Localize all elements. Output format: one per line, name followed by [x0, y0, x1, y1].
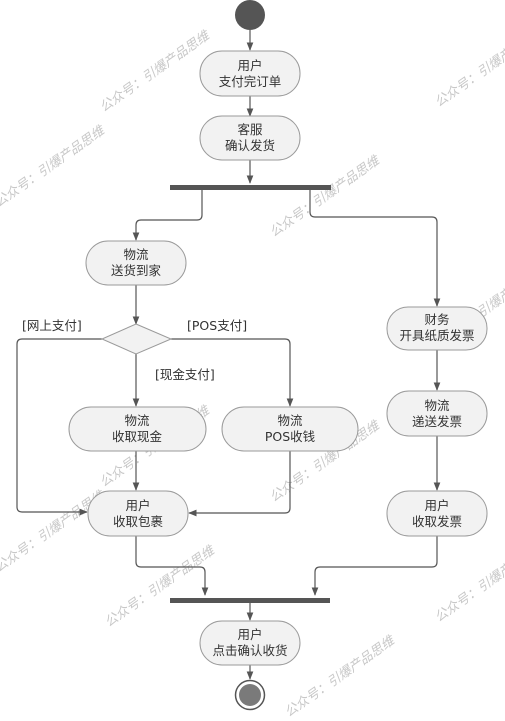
node-logistics-pos: 物流 POS收钱: [221, 406, 359, 452]
start-node: [235, 0, 265, 30]
edge-pos-to-package: [188, 451, 291, 517]
guard-cash: [现金支付]: [155, 367, 215, 382]
svg-text:用户: 用户: [237, 58, 262, 73]
node-logistics-cash: 物流 收取现金: [68, 406, 207, 452]
svg-text:物流: 物流: [424, 398, 450, 413]
svg-text:支付完订单: 支付完订单: [219, 74, 282, 89]
svg-text:点击确认收货: 点击确认收货: [212, 643, 287, 658]
end-node: [239, 684, 261, 706]
svg-text:收取现金: 收取现金: [112, 429, 163, 444]
node-user-pay: 用户 支付完订单: [199, 50, 301, 97]
svg-text:用户: 用户: [424, 498, 449, 513]
node-user-receive-invoice: 用户 收取发票: [386, 490, 488, 537]
svg-text:递送发票: 递送发票: [412, 414, 462, 429]
edge-fork-to-deliver: [132, 190, 203, 241]
node-user-receive-package: 用户 收取包裹: [87, 490, 189, 537]
node-finance-invoice: 财务 开具纸质发票: [386, 306, 488, 351]
svg-text:开具纸质发票: 开具纸质发票: [399, 328, 474, 343]
edge-invoice-to-join: [311, 536, 438, 596]
node-cs-confirm: 客服 确认发货: [199, 115, 301, 161]
svg-text:物流: 物流: [124, 413, 150, 428]
edges: [16, 30, 441, 680]
edge-decision-online: [16, 338, 102, 516]
svg-text:POS收钱: POS收钱: [265, 429, 315, 444]
edge-fork-to-finance: [309, 190, 441, 307]
node-user-confirm: 用户 点击确认收货: [199, 620, 301, 666]
svg-text:收取包裹: 收取包裹: [113, 514, 164, 529]
edge-decision-pos: [171, 338, 294, 407]
fork-bar: [170, 185, 331, 190]
svg-text:财务: 财务: [424, 312, 449, 327]
svg-text:客服: 客服: [237, 122, 263, 137]
node-logistics-deliver: 物流 送货到家: [85, 240, 187, 286]
svg-text:用户: 用户: [125, 498, 150, 513]
guard-online: [网上支付]: [22, 318, 82, 333]
guard-pos: [POS支付]: [187, 318, 247, 333]
svg-text:送货到家: 送货到家: [111, 263, 162, 278]
payment-decision: [100, 323, 173, 355]
join-bar: [170, 598, 330, 603]
svg-text:确认发货: 确认发货: [225, 138, 275, 153]
edge-package-to-join: [135, 536, 209, 596]
svg-text:收取发票: 收取发票: [412, 514, 462, 529]
svg-text:物流: 物流: [123, 247, 149, 262]
svg-text:用户: 用户: [237, 627, 262, 642]
svg-text:物流: 物流: [277, 413, 303, 428]
node-logistics-send-invoice: 物流 递送发票: [386, 390, 488, 437]
